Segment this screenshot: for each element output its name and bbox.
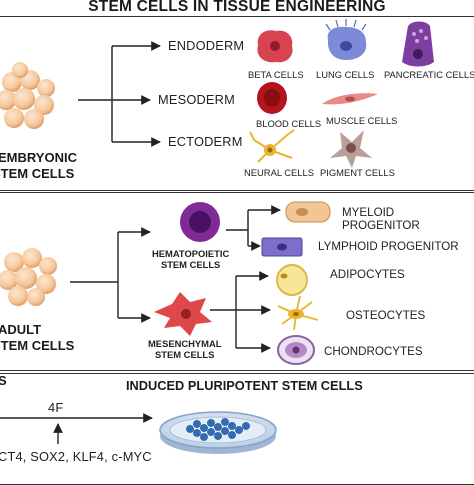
hematopoietic-label: HEMATOPOIETIC STEM CELLS — [152, 248, 229, 270]
adult-stem-cell-cluster — [0, 248, 57, 306]
neural-cell-icon — [249, 129, 295, 163]
neural-cells-label: NEURAL CELLS — [244, 167, 314, 178]
beta-cells-label: BETA CELLS — [248, 69, 304, 80]
embryonic-label-line1: EMBRYONIC — [0, 150, 77, 165]
mesenchymal-label: MESENCHYMAL STEM CELLS — [148, 338, 221, 360]
hematopoietic-label-line2: STEM CELLS — [160, 259, 221, 270]
pigment-cell-icon — [330, 130, 372, 168]
layer-ectoderm: ECTODERM — [168, 134, 243, 149]
adult-label: ADULT STEM CELLS — [0, 322, 74, 354]
adipocytes-label: ADIPOCYTES — [330, 268, 405, 281]
osteocyte-icon — [277, 295, 319, 331]
petri-dish-icon — [159, 411, 277, 454]
muscle-cell-icon — [322, 93, 378, 105]
lung-cells-label: LUNG CELLS — [316, 69, 375, 80]
ipsc-arrows — [0, 413, 153, 444]
reprogramming-factors: CT4, SOX2, KLF4, c-MYC — [0, 449, 152, 464]
mesenchymal-stem-cell-icon — [154, 292, 212, 336]
blood-cells-label: BLOOD CELLS — [256, 118, 322, 129]
beta-cell-icon — [257, 30, 293, 63]
pigment-cells-label: PIGMENT CELLS — [320, 167, 395, 178]
adult-branch-arrows — [70, 205, 281, 353]
embryonic-stem-cell-cluster — [0, 62, 55, 129]
myeloid-progenitor-icon — [285, 201, 331, 223]
blood-cell-icon — [257, 82, 287, 114]
hematopoietic-label-line1: HEMATOPOIETIC — [152, 248, 230, 259]
adipocyte-icon — [276, 264, 308, 296]
diagram-graphics — [0, 19, 434, 454]
ipsc-title: INDUCED PLURIPOTENT STEM CELLS — [126, 378, 363, 393]
lymphoid-progenitor-icon — [261, 237, 303, 257]
ipsc-left-label: S — [0, 373, 7, 388]
mesenchymal-label-line1: MESENCHYMAL — [148, 338, 222, 349]
embryonic-panel — [0, 16, 474, 191]
pancreatic-cell-icon — [402, 21, 434, 67]
layer-mesoderm: MESODERM — [158, 92, 235, 107]
mesenchymal-label-line2: STEM CELLS — [155, 349, 215, 360]
myeloid-progenitor-label: MYELOID PROGENITOR — [342, 206, 420, 232]
chondrocyte-icon — [277, 335, 315, 365]
embryonic-label-line2: STEM CELLS — [0, 166, 75, 181]
osteocytes-label: OSTEOCYTES — [346, 309, 426, 322]
adult-label-line2: STEM CELLS — [0, 338, 75, 353]
lymphoid-progenitor-label: LYMPHOID PROGENITOR — [318, 240, 459, 253]
diagram-title: STEM CELLS IN TISSUE ENGINEERING — [88, 0, 386, 15]
muscle-cells-label: MUSCLE CELLS — [326, 115, 398, 126]
adult-label-line1: ADULT — [0, 322, 42, 337]
embryonic-label: EMBRYONIC STEM CELLS — [0, 150, 77, 182]
lung-cell-icon — [325, 19, 367, 60]
hematopoietic-stem-cell-icon — [180, 202, 220, 242]
embryonic-branch-arrows — [78, 41, 161, 147]
factor-label: 4F — [48, 400, 64, 415]
layer-endoderm: ENDODERM — [168, 38, 245, 53]
adult-panel — [0, 192, 474, 371]
chondrocytes-label: CHONDROCYTES — [324, 345, 423, 358]
pancreatic-cells-label: PANCREATIC CELLS — [384, 69, 474, 80]
